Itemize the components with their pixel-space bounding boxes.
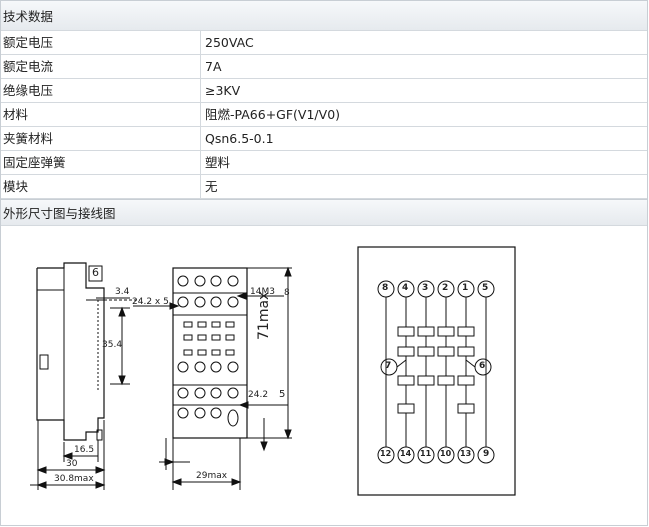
- row-label: 额定电压: [0, 31, 201, 54]
- table-row: 材料 阻燃-PA66+GF(V1/V0): [0, 103, 648, 127]
- table-row: 绝缘电压 ≥3KV: [0, 79, 648, 103]
- table-header-title: 技术数据: [3, 9, 54, 24]
- row-value: ≥3KV: [205, 83, 241, 98]
- side-view: [30, 262, 140, 490]
- row-value: 7A: [205, 59, 222, 74]
- front-view: [133, 266, 292, 490]
- row-value: Qsn6.5-0.1: [205, 131, 274, 146]
- row-label: 固定座弹簧: [0, 151, 201, 174]
- table-row: 固定座弹簧 塑料: [0, 151, 648, 175]
- row-label: 材料: [0, 103, 201, 126]
- section-title: 外形尺寸图与接线图: [3, 206, 116, 221]
- section-title-row: 外形尺寸图与接线图: [0, 199, 648, 226]
- table-row: 模块 无: [0, 175, 648, 199]
- row-label: 绝缘电压: [0, 79, 201, 102]
- wiring-diagram: [357, 246, 516, 496]
- row-label: 夹簧材料: [0, 127, 201, 150]
- row-label: 额定电流: [0, 55, 201, 78]
- table-row: 额定电流 7A: [0, 55, 648, 79]
- row-value: 阻燃-PA66+GF(V1/V0): [205, 107, 341, 122]
- row-label: 模块: [0, 175, 201, 198]
- table-row: 额定电压 250VAC: [0, 31, 648, 55]
- row-value: 无: [205, 179, 218, 194]
- row-value: 塑料: [205, 155, 231, 170]
- row-value: 250VAC: [205, 35, 254, 50]
- table-row: 夹簧材料 Qsn6.5-0.1: [0, 127, 648, 151]
